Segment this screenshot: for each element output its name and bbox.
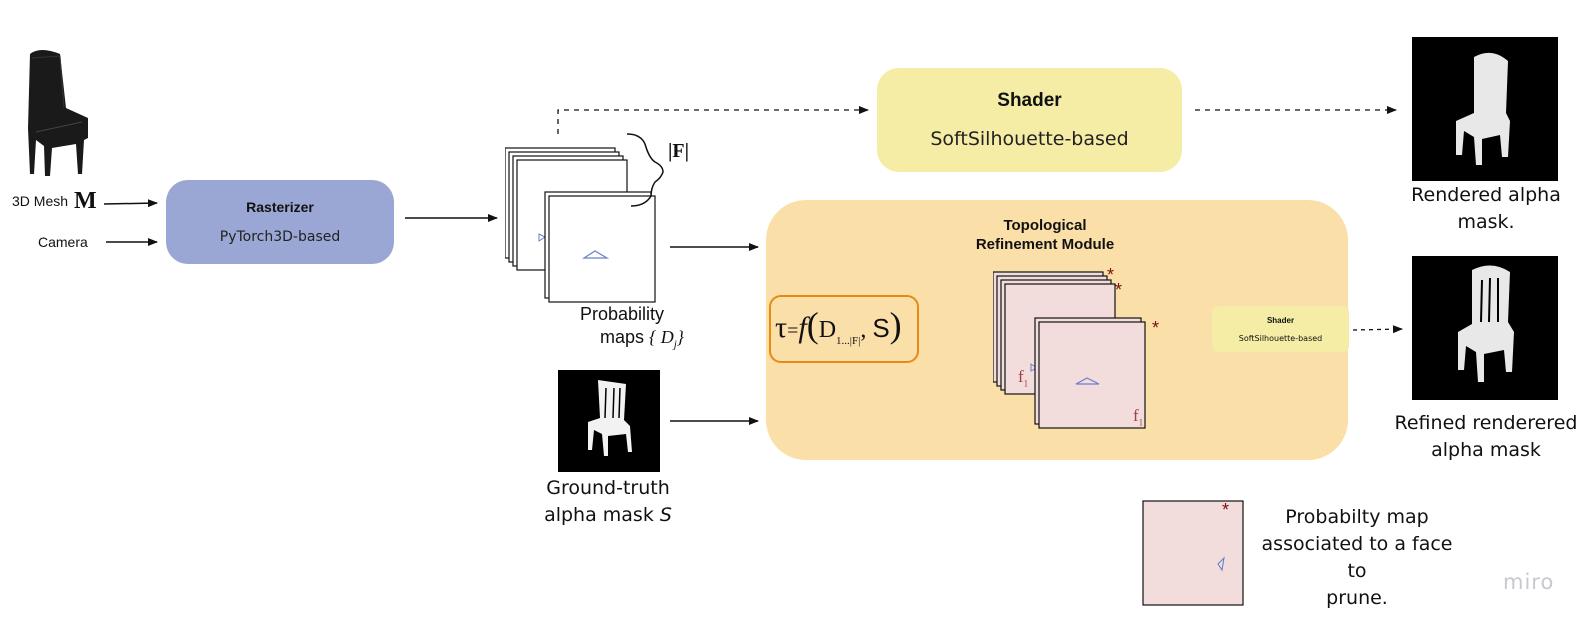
small-shader-to-refined-dashed [1352, 325, 1403, 334]
trm-title: Topological Refinement Module [975, 217, 1115, 253]
shader-box: Shader SoftSilhouette-based [877, 68, 1182, 172]
legend-line3: prune. [1326, 587, 1388, 609]
chair-mesh-image [28, 50, 88, 176]
refined-line1: Refined renderered [1394, 412, 1578, 434]
probability-maps-symbol: { Dj} [649, 327, 684, 351]
rasterizer-box: Rasterizer PyTorch3D-based [166, 180, 394, 264]
rasterizer-title: Rasterizer [246, 199, 314, 215]
face-label-large: f1 [1133, 406, 1144, 428]
refined-line2: alpha mask [1431, 439, 1541, 461]
shader-small-title: Shader [1266, 315, 1295, 325]
formula-s: S [872, 313, 890, 343]
formula-d: D [818, 317, 837, 343]
refined-chair-icon [1458, 265, 1514, 382]
probability-maps-line1: Probability [579, 304, 665, 324]
pink-map-star-1: * [1107, 265, 1115, 285]
legend-line1: Probabilty map [1285, 506, 1429, 528]
pink-map-star-2: * [1115, 280, 1123, 300]
pink-map-star-3: * [1152, 318, 1160, 338]
rendered-chair-icon [1456, 52, 1510, 165]
ground-truth-symbol: S [659, 504, 672, 526]
rendered-alpha-mask-image [1412, 37, 1558, 181]
probability-maps-line2: maps { Dj} [600, 327, 684, 351]
shader-title: Shader [997, 90, 1062, 111]
miro-watermark: miro [1503, 570, 1555, 594]
formula-eq: = [787, 320, 799, 342]
shader-small-subtitle: SoftSilhouette-based [1238, 333, 1323, 343]
refined-alpha-mask-image [1412, 256, 1558, 400]
face-label-small: f1 [1018, 367, 1029, 389]
ground-truth-line1: Ground-truth [546, 477, 670, 499]
mesh-label: 3D Mesh [12, 193, 69, 209]
mesh-symbol: M [74, 188, 97, 214]
ground-truth-line2: alpha mask S [544, 504, 672, 526]
ground-truth-chair-icon [588, 380, 632, 456]
legend-pink-map [1142, 500, 1244, 606]
camera-label: Camera [38, 234, 88, 250]
shader-subtitle: SoftSilhouette-based [930, 128, 1129, 150]
pink-maps-stack [993, 271, 1146, 429]
legend-star: * [1222, 500, 1230, 520]
rasterizer-subtitle: PyTorch3D-based [219, 229, 341, 245]
formula: τ=f(D1...|F|, S) [775, 305, 902, 347]
legend-line2: associated to a face to [1261, 533, 1453, 582]
shader-small-box: Shader SoftSilhouette-based [1212, 306, 1349, 352]
ground-truth-caption: Ground-truth alpha mask S [538, 475, 678, 529]
formula-box [769, 295, 919, 363]
formula-tau: τ [775, 311, 788, 344]
rendered-caption: Rendered alpha mask. [1398, 182, 1574, 236]
maps-to-shader-dashed [557, 106, 869, 134]
refined-caption: Refined renderered alpha mask [1386, 410, 1586, 464]
probability-maps-caption: Probability maps { Dj} [560, 303, 684, 357]
formula-f: f [798, 311, 807, 344]
face-count-label: |F| [668, 140, 690, 162]
probability-maps-stack [505, 133, 664, 303]
rendered-line2: mask. [1457, 211, 1515, 233]
ground-truth-mask-image [558, 370, 660, 472]
formula-sub: 1...|F| [836, 335, 861, 347]
rendered-line1: Rendered alpha [1411, 184, 1561, 206]
legend-caption: Probabilty map associated to a face to p… [1252, 504, 1462, 612]
mesh-arrow [103, 199, 158, 208]
